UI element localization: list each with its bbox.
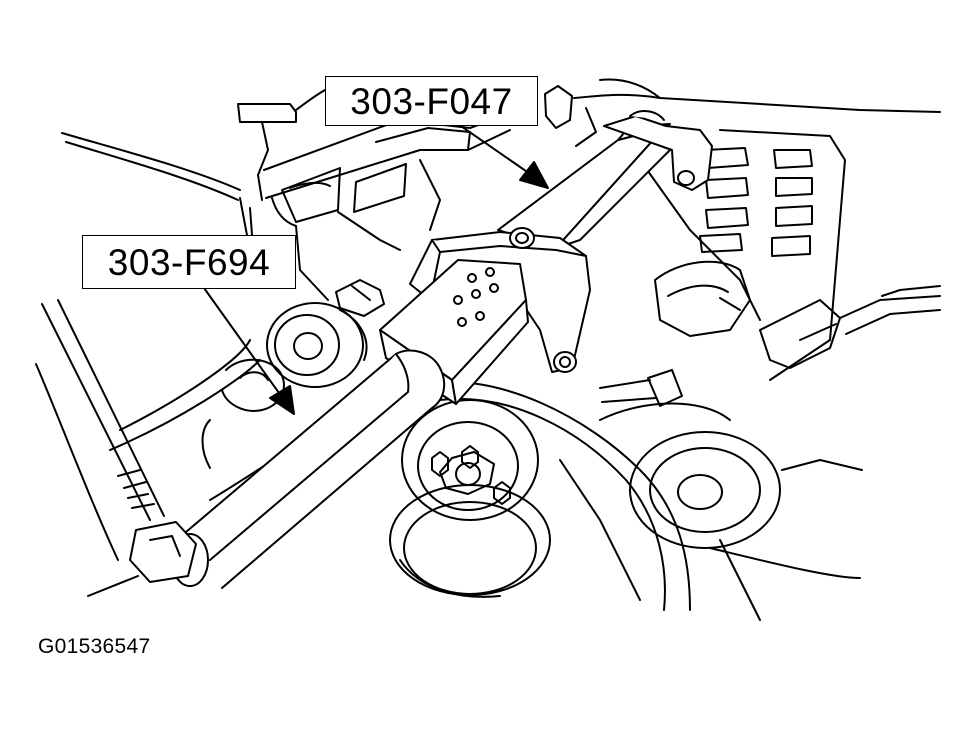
figure-id: G01536547 <box>38 635 151 658</box>
tool-label-text: 303-F694 <box>107 241 271 283</box>
arrow-down-right-icon <box>203 287 295 415</box>
tool-label-303-F694: 303-F694 <box>82 235 296 289</box>
tool-label-text: 303-F047 <box>350 80 513 122</box>
tool-303-F694 <box>35 259 529 597</box>
tool-label-303-F047: 303-F047 <box>325 76 538 126</box>
crankshaft-pulley <box>389 399 551 598</box>
drive-belts <box>109 339 691 611</box>
arrow-down-right-icon <box>457 123 549 189</box>
